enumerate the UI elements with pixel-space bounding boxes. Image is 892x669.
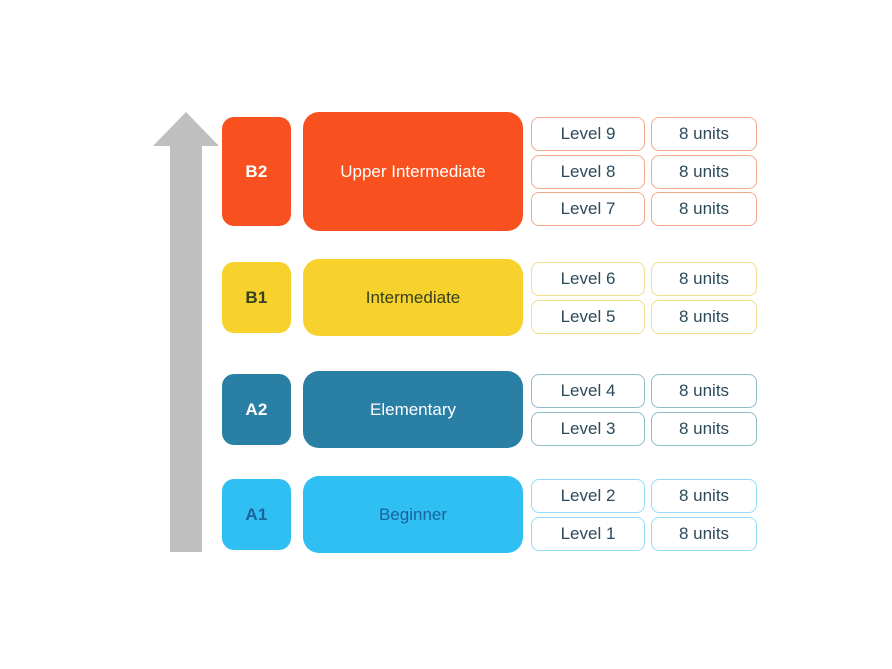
level-name-box: Intermediate xyxy=(303,259,523,336)
cefr-badge-a1: A1 xyxy=(222,479,291,550)
level-chip: Level 9 xyxy=(531,117,645,151)
units-chip: 8 units xyxy=(651,479,757,513)
up-arrow-shaft xyxy=(170,144,202,552)
level-chip: Level 5 xyxy=(531,300,645,334)
units-chip: 8 units xyxy=(651,412,757,446)
row-b1: B1 Intermediate Level 6 8 units Level 5 … xyxy=(222,259,767,336)
level-chip: Level 7 xyxy=(531,192,645,226)
level-chip: Level 6 xyxy=(531,262,645,296)
level-name-box: Elementary xyxy=(303,371,523,448)
units-chip: 8 units xyxy=(651,374,757,408)
units-chip: 8 units xyxy=(651,192,757,226)
units-chip: 8 units xyxy=(651,300,757,334)
level-chip: Level 8 xyxy=(531,155,645,189)
row-a2: A2 Elementary Level 4 8 units Level 3 8 … xyxy=(222,371,767,448)
cefr-badge-a2: A2 xyxy=(222,374,291,445)
units-chip: 8 units xyxy=(651,262,757,296)
units-chip: 8 units xyxy=(651,517,757,551)
level-chip: Level 4 xyxy=(531,374,645,408)
level-name-box: Upper Intermediate xyxy=(303,112,523,231)
cefr-badge-b2: B2 xyxy=(222,117,291,226)
level-chip: Level 3 xyxy=(531,412,645,446)
level-name-box: Beginner xyxy=(303,476,523,553)
level-chip: Level 1 xyxy=(531,517,645,551)
row-b2: B2 Upper Intermediate Level 9 8 units Le… xyxy=(222,112,767,231)
units-chip: 8 units xyxy=(651,155,757,189)
row-a1: A1 Beginner Level 2 8 units Level 1 8 un… xyxy=(222,476,767,553)
units-chip: 8 units xyxy=(651,117,757,151)
level-chip: Level 2 xyxy=(531,479,645,513)
cefr-badge-b1: B1 xyxy=(222,262,291,333)
up-arrow-head-icon xyxy=(153,112,219,146)
